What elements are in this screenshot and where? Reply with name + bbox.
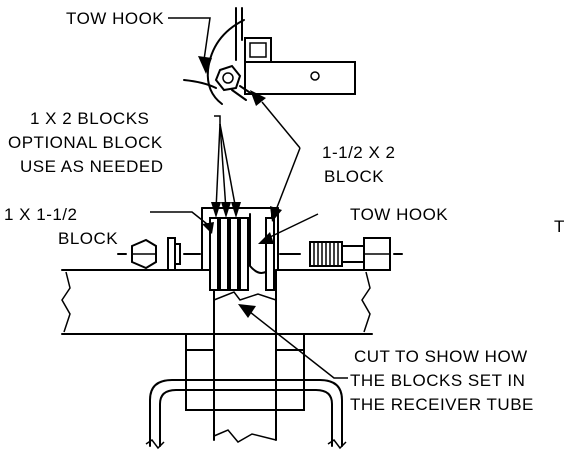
label-1x1-5-block-line1: 1 X 1-1/2 [4,205,78,224]
bolt-threads [313,242,339,266]
label-edge-letter: T [554,217,565,236]
label-cut-line1: CUT TO SHOW HOW [354,347,528,366]
label-optional-block: OPTIONAL BLOCK [8,133,163,152]
block-stack [209,213,275,291]
leaders [150,17,348,379]
label-use-as-needed: USE AS NEEDED [20,157,164,176]
label-cut-line3: THE RECEIVER TUBE [350,395,534,414]
bolt-assembly [117,237,403,271]
label-1x2-blocks: 1 X 2 BLOCKS [30,109,149,128]
label-1-5x2-block-line1: 1-1/2 X 2 [322,143,396,162]
bottom-bracket [145,379,347,450]
top-tow-hook-drawing [183,7,356,105]
label-tow-hook-top: TOW HOOK [66,9,164,28]
label-1-5x2-block-line2: BLOCK [324,167,384,186]
label-cut-line2: THE BLOCKS SET IN [350,371,525,390]
label-tow-hook-mid: TOW HOOK [350,205,448,224]
label-1x1-5-block-line2: BLOCK [58,229,118,248]
